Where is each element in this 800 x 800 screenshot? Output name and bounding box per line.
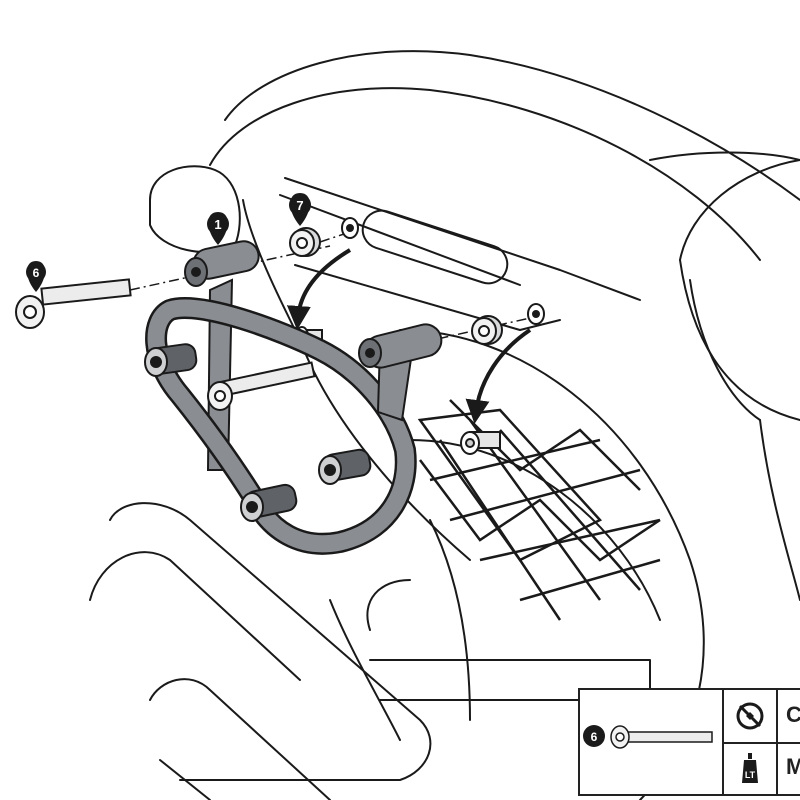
torque-wrench-icon (736, 702, 764, 730)
threadlocker-icon: LT (742, 753, 758, 783)
mounting-hole-lower (527, 303, 545, 325)
torque-text: C (786, 702, 800, 727)
threadlocker-text: Me (786, 754, 800, 779)
callout-spacer: 7 (289, 193, 311, 226)
damper-stud-left-lower (240, 483, 298, 522)
pannier-bracket (145, 240, 443, 555)
mounting-hole-upper (341, 217, 359, 239)
spacer-part-lower (471, 315, 503, 345)
callout-bracket: 1 (207, 212, 229, 245)
callout-bolt-label: 6 (33, 266, 40, 280)
inset-part-number: 6 (591, 730, 598, 744)
bolt-illustration: 6 (583, 725, 713, 749)
threadlocker-row: LT Me (724, 742, 800, 794)
spacer-part (289, 227, 321, 257)
svg-text:LT: LT (745, 770, 756, 780)
damper-stud-left-upper (144, 343, 198, 377)
bolt-middle (207, 361, 316, 411)
part-cell: 6 (580, 690, 724, 794)
direction-arrow-upper (286, 248, 352, 330)
torque-row: C (724, 690, 800, 744)
stud-bolt-lower (460, 431, 501, 455)
wheel-spokes (417, 399, 661, 621)
callout-bracket-label: 1 (214, 217, 221, 232)
direction-arrow-lower (465, 328, 532, 424)
callout-spacer-label: 7 (296, 198, 303, 213)
bolt-part (15, 278, 132, 329)
motorcycle-outline (89, 50, 800, 800)
part-info-table: 6 C LT Me (578, 688, 800, 796)
damper-stud-right (318, 448, 372, 485)
callout-bolt: 6 (26, 261, 46, 292)
